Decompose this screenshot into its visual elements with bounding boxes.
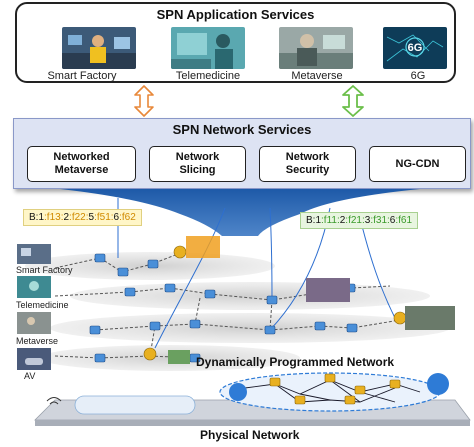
code-seg: :f21:: [345, 215, 365, 226]
code-seg: 2: [63, 212, 70, 223]
edge-cloud-area: [74, 395, 196, 415]
app-service-label-smart-factory: Smart Factory: [47, 70, 117, 82]
code-seg: :f13:: [44, 212, 64, 223]
smart-factory-thumbnail: [62, 27, 136, 69]
network-nodes: [89, 253, 358, 363]
uc-label-telemedicine: Telemedicine: [16, 300, 69, 310]
code-seg: :f11:: [321, 215, 340, 226]
app-service-label-metaverse: Metaverse: [291, 70, 343, 82]
app-services-panel: SPN Application Services 6G Smart Factor…: [15, 2, 456, 83]
metaverse-endpoint-image: [405, 306, 455, 330]
code-seg: :f31:: [370, 215, 390, 226]
physical-cloud-right: [427, 373, 449, 395]
networked-metaverse-box: Networked Metaverse: [27, 146, 136, 182]
app-service-label-6g: 6G: [410, 70, 426, 82]
code-seg: 1: [38, 212, 45, 223]
code-seg: :f62: [119, 212, 136, 223]
gold-nodes: [143, 245, 407, 361]
metaverse-thumbnail: [279, 27, 353, 69]
uc-label-av: AV: [24, 371, 36, 381]
funnel-blue-lines: [117, 198, 396, 349]
code-seg: 5: [88, 212, 95, 223]
uc-telemedicine-thumbnail: [17, 276, 51, 298]
network-security-box: Network Security: [259, 146, 356, 182]
code-seg: 1: [315, 215, 322, 226]
green-bidirectional-arrow: [342, 85, 364, 117]
path-code-left: B:1:f13:2:f22:5:f51:6:f62: [23, 209, 142, 226]
service-funnel: [60, 189, 420, 236]
uc-smart-factory-thumbnail: [17, 244, 51, 264]
robot-arm-image: [186, 236, 220, 258]
code-seg: 6: [389, 215, 396, 226]
code-seg: :f61: [395, 215, 413, 226]
av-endpoint-image: [168, 350, 190, 364]
physical-network-label: Physical Network: [200, 428, 300, 442]
ng-cdn-box: NG-CDN: [369, 146, 466, 182]
orange-bidirectional-arrow: [134, 85, 154, 117]
code-seg: B:: [306, 215, 316, 226]
telemedicine-endpoint-image: [306, 278, 350, 302]
physical-network-platform-edge: [35, 420, 470, 426]
code-seg: B:: [29, 212, 39, 223]
uc-label-smart-factory: Smart Factory: [16, 265, 73, 275]
wireless-icon: [46, 397, 62, 405]
code-seg: 6: [113, 212, 120, 223]
code-seg: :f22:: [69, 212, 89, 223]
telemedicine-thumbnail: [171, 27, 245, 69]
network-services-title: SPN Network Services: [172, 122, 312, 137]
uc-label-metaverse: Metaverse: [16, 336, 59, 346]
code-seg: 2: [339, 215, 346, 226]
6g-thumbnail: 6G: [383, 27, 447, 69]
network-slicing-box: Network Slicing: [149, 146, 246, 182]
path-code-right: B:1:f11:2:f21:3:f31:6:f61: [300, 212, 419, 229]
dynamic-network-label: Dynamically Programmed Network: [196, 355, 395, 369]
network-diagram: [25, 189, 471, 426]
6g-thumbnail-text: 6G: [408, 42, 423, 54]
code-seg: 3: [364, 215, 371, 226]
app-service-label-telemedicine: Telemedicine: [175, 70, 241, 82]
app-services-title: SPN Application Services: [156, 7, 315, 22]
physical-gold-nodes: [269, 373, 401, 405]
uc-metaverse-thumbnail: [17, 312, 51, 334]
code-seg: :f51:: [94, 212, 114, 223]
physical-cloud-left: [229, 383, 247, 401]
uc-av-thumbnail: [17, 348, 51, 370]
network-services-panel: SPN Network Services Networked Metaverse…: [13, 118, 471, 189]
